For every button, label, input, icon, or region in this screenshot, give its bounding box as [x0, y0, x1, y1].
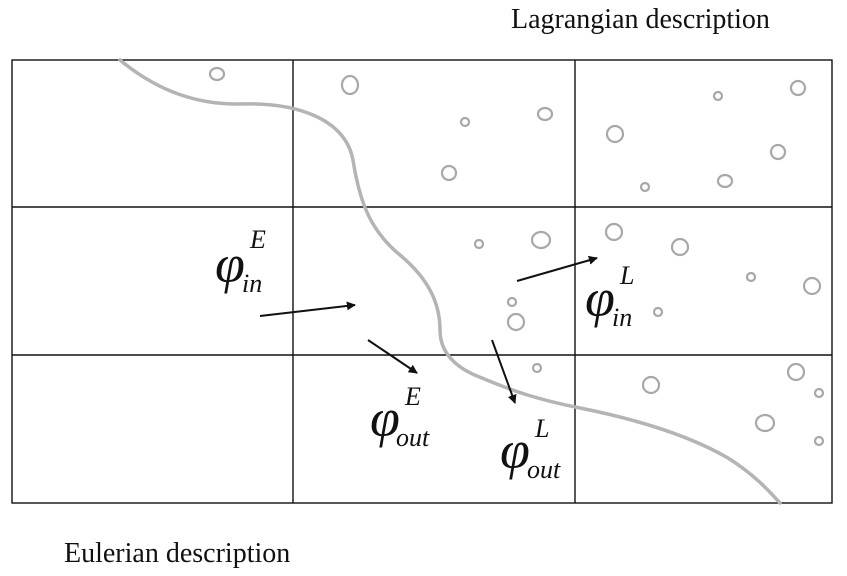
symbol-superscript: L [619, 261, 634, 290]
particle [654, 308, 662, 316]
particle [747, 273, 755, 281]
symbol-phi-out-eulerian: φ E out [370, 382, 430, 452]
particle [532, 232, 550, 248]
symbol-phi-out-lagrangian: φ L out [500, 414, 561, 484]
particle [461, 118, 469, 126]
particle [508, 298, 516, 306]
particle [788, 364, 804, 380]
particle [210, 68, 224, 80]
particle [538, 108, 552, 120]
eulerian-description-caption: Eulerian description [64, 538, 290, 570]
particle [714, 92, 722, 100]
lagrangian-particles [210, 68, 823, 445]
symbol-base: φ [500, 420, 530, 480]
symbol-base: φ [585, 268, 615, 328]
particle [718, 175, 732, 187]
particle [815, 437, 823, 445]
symbol-subscript: out [396, 423, 430, 452]
particle [475, 240, 483, 248]
symbol-superscript: E [404, 382, 421, 411]
particle [508, 314, 524, 330]
arrow-lagrangian-out [492, 340, 515, 403]
particle [641, 183, 649, 191]
flux-arrows [260, 258, 597, 403]
particle [815, 389, 823, 397]
arrow-eulerian-out [368, 340, 417, 373]
particle [607, 126, 623, 142]
particle [442, 166, 456, 180]
particle [672, 239, 688, 255]
symbol-superscript: L [534, 414, 549, 443]
particle [643, 377, 659, 393]
particle [771, 145, 785, 159]
particle [342, 76, 358, 94]
particle [533, 364, 541, 372]
symbol-phi-in-lagrangian: φ L in [585, 261, 634, 332]
symbol-subscript: out [527, 455, 561, 484]
symbol-phi-in-eulerian: φ E in [215, 225, 266, 298]
symbol-subscript: in [612, 303, 632, 332]
particle [756, 415, 774, 431]
symbol-base: φ [215, 234, 245, 294]
particle [791, 81, 805, 95]
particle [606, 224, 622, 240]
particle [804, 278, 820, 294]
symbol-subscript: in [242, 269, 262, 298]
lagrangian-description-caption: Lagrangian description [511, 4, 770, 36]
symbol-superscript: E [249, 225, 266, 254]
arrow-eulerian-in [260, 305, 355, 316]
